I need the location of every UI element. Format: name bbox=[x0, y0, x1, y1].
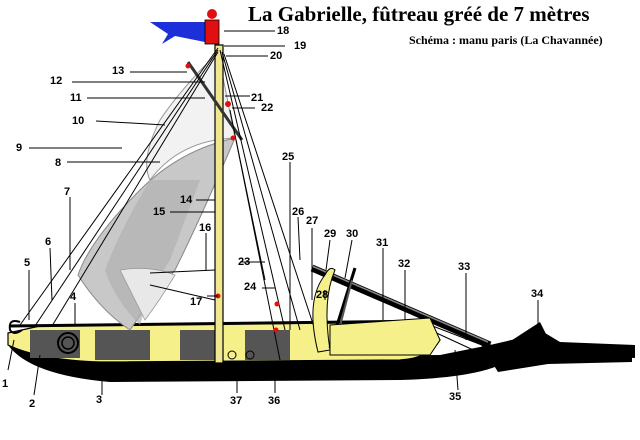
callout-36: 36 bbox=[268, 395, 280, 407]
callout-31: 31 bbox=[376, 237, 388, 249]
diagram-subtitle: Schéma : manu paris (La Chavannée) bbox=[409, 33, 603, 47]
stern-deck bbox=[329, 317, 441, 356]
callout-1: 1 bbox=[2, 378, 8, 390]
callout-11: 11 bbox=[70, 92, 82, 104]
callout-9: 9 bbox=[16, 142, 22, 154]
diagram-title: La Gabrielle, fûtreau gréé de 7 mètres bbox=[248, 2, 590, 26]
callout-30: 30 bbox=[346, 228, 358, 240]
callout-35: 35 bbox=[449, 391, 461, 403]
hull-panel bbox=[180, 330, 220, 360]
red-markers bbox=[185, 63, 280, 333]
hull-panel bbox=[95, 330, 150, 360]
hull-panel bbox=[245, 330, 290, 360]
callout-32: 32 bbox=[398, 258, 410, 270]
bow-coil bbox=[57, 332, 79, 354]
callout-33: 33 bbox=[458, 261, 470, 273]
hull-bottom bbox=[8, 330, 635, 382]
mast bbox=[214, 44, 224, 364]
callout-23: 23 bbox=[238, 256, 250, 268]
flag bbox=[150, 22, 205, 44]
bow-hook bbox=[8, 320, 23, 334]
leader-lines bbox=[7, 30, 539, 396]
sail-shadow bbox=[105, 180, 200, 325]
callout-28: 28 bbox=[316, 289, 328, 301]
callout-29: 29 bbox=[324, 228, 336, 240]
callout-24: 24 bbox=[244, 281, 257, 293]
callout-15: 15 bbox=[153, 206, 165, 218]
flag-top bbox=[207, 9, 217, 19]
callout-13: 13 bbox=[112, 65, 124, 77]
callout-14: 14 bbox=[180, 194, 193, 206]
callout-7: 7 bbox=[64, 186, 70, 198]
sail-lower-light bbox=[119, 267, 176, 321]
bow-coil-inner bbox=[61, 336, 75, 350]
callout-6: 6 bbox=[45, 236, 51, 248]
callout-16: 16 bbox=[199, 222, 211, 234]
sail-upper bbox=[146, 50, 236, 181]
deck-fitting bbox=[245, 350, 255, 360]
callout-4: 4 bbox=[70, 291, 77, 303]
deck-fitting bbox=[227, 350, 237, 360]
callout-27: 27 bbox=[306, 215, 318, 227]
flag-emblem bbox=[204, 19, 220, 45]
callout-2: 2 bbox=[29, 398, 35, 410]
rudder bbox=[478, 322, 632, 372]
stern-pole bbox=[310, 264, 492, 349]
callout-19: 19 bbox=[294, 40, 306, 52]
stern-pole-highlight bbox=[311, 265, 489, 343]
callout-12: 12 bbox=[50, 75, 62, 87]
callout-22: 22 bbox=[261, 102, 273, 114]
callout-8: 8 bbox=[55, 157, 61, 169]
tiller bbox=[312, 267, 336, 353]
callout-20: 20 bbox=[270, 50, 282, 62]
callout-21: 21 bbox=[251, 92, 263, 104]
callout-25: 25 bbox=[282, 151, 294, 163]
callout-34: 34 bbox=[531, 288, 544, 300]
callout-5: 5 bbox=[24, 257, 30, 269]
callout-18: 18 bbox=[277, 25, 289, 37]
callout-3: 3 bbox=[96, 394, 102, 406]
callout-37: 37 bbox=[230, 395, 242, 407]
callout-10: 10 bbox=[72, 115, 84, 127]
callout-26: 26 bbox=[292, 206, 304, 218]
callout-17: 17 bbox=[190, 296, 202, 308]
